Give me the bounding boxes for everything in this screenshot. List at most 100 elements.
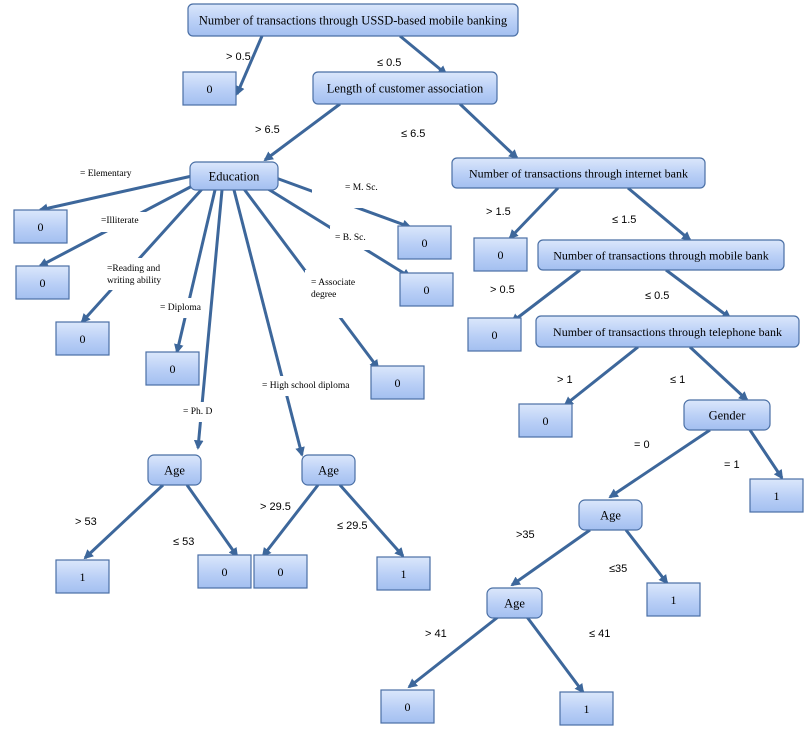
- edge-n_mobile-mob_gt: [510, 268, 581, 324]
- node-label-age_35: Age: [504, 597, 525, 611]
- node-label-e_elem: 0: [38, 220, 44, 234]
- edge-label-text-n_tel: ≤ 0.5: [645, 290, 669, 302]
- node-label-n_mobile: Number of transactions through mobile ba…: [553, 249, 769, 263]
- node-label-n_gender: Gender: [709, 409, 747, 423]
- edge-n_internet-n_mobile: [627, 186, 692, 242]
- node-phd_le53: 0: [197, 554, 252, 589]
- nodes: Number of transactions through USSD-base…: [13, 3, 804, 726]
- node-label-n_length: Length of customer association: [327, 82, 484, 96]
- node-label-e_illit: 0: [40, 276, 46, 290]
- node-age_phd: Age: [147, 454, 202, 486]
- node-e_assoc: 0: [370, 365, 425, 400]
- edge-age_35-a41_le: [525, 616, 585, 694]
- node-label-g_1: 1: [774, 489, 780, 503]
- node-label-phd_le53: 0: [222, 565, 228, 579]
- node-label-e_bsc: 0: [424, 283, 430, 297]
- edge-label-text-n_length: ≤ 0.5: [377, 57, 401, 69]
- edge-label-text-e_msc: = M. Sc.: [345, 183, 378, 193]
- edge-label-n_internet: ≤ 6.5: [401, 128, 425, 140]
- edge-label-n_tel: ≤ 0.5: [645, 290, 669, 302]
- edge-label-int_gt: > 1.5: [486, 206, 511, 218]
- edge-n_mobile-n_tel: [665, 268, 732, 320]
- node-label-hs_le29: 1: [401, 567, 407, 581]
- node-n_mobile: Number of transactions through mobile ba…: [537, 239, 785, 271]
- edge-label-text-n_mobile: ≤ 1.5: [612, 214, 636, 226]
- node-label-hs_gt29: 0: [278, 565, 284, 579]
- node-label-a41_gt: 0: [405, 700, 411, 714]
- edge-label-text-e_dipl: = Diploma: [160, 303, 202, 313]
- edge-age_g-ag_le35: [624, 529, 669, 585]
- node-e_msc: 0: [397, 225, 452, 260]
- edge-label-text-n_usd_gt: > 0.5: [226, 51, 251, 63]
- node-label-e_msc: 0: [422, 236, 428, 250]
- node-label-root: Number of transactions through USSD-base…: [199, 14, 508, 28]
- edge-label-age_35: >35: [516, 529, 535, 541]
- edge-label-text-phd_gt53: > 53: [75, 516, 97, 528]
- edge-label-text-n_internet: ≤ 6.5: [401, 128, 425, 140]
- node-label-age_phd: Age: [164, 464, 185, 478]
- edge-label-text-e_elem: = Elementary: [80, 169, 132, 179]
- node-label-age_hs: Age: [318, 464, 339, 478]
- edge-age_phd-phd_le53: [185, 484, 239, 558]
- edge-root-n_usd_gt: [235, 35, 264, 96]
- node-label-int_gt: 0: [498, 248, 504, 262]
- edge-label-n_edu: > 6.5: [255, 124, 280, 136]
- edge-age_35-a41_gt: [407, 615, 499, 689]
- node-age_hs: Age: [301, 454, 356, 486]
- node-label-a41_le: 1: [584, 702, 590, 716]
- edge-age_g-age_35: [510, 528, 591, 587]
- node-hs_gt29: 0: [253, 554, 308, 589]
- edge-label-text-tel_gt: > 1: [557, 374, 573, 386]
- edge-label-e_elem: = Elementary: [80, 169, 132, 179]
- edge-n_edu-e_elem: [38, 174, 193, 214]
- node-a41_le: 1: [559, 691, 614, 726]
- edge-age_hs-hs_le29: [338, 484, 405, 558]
- edge-label-age_hs: = High school diploma: [256, 376, 352, 396]
- node-phd_gt53: 1: [55, 559, 110, 594]
- edge-label-a41_gt: > 41: [425, 628, 447, 640]
- edge-label-a41_le: ≤ 41: [589, 628, 610, 640]
- edge-label-text-g_1: = 1: [724, 459, 740, 471]
- node-e_elem: 0: [13, 209, 68, 244]
- edge-n_tel-tel_gt: [563, 345, 639, 407]
- edge-label-text-int_gt: > 1.5: [486, 206, 511, 218]
- edge-label-text-n_gender: ≤ 1: [670, 374, 685, 386]
- node-e_illit: 0: [15, 265, 70, 300]
- node-age_35: Age: [486, 587, 543, 619]
- edge-label-text-a41_le: ≤ 41: [589, 628, 610, 640]
- node-label-age_g: Age: [600, 509, 621, 523]
- edge-label-text-age_hs: = High school diploma: [262, 381, 350, 391]
- node-n_tel: Number of transactions through telephone…: [535, 315, 800, 348]
- edge-label-n_mobile: ≤ 1.5: [612, 214, 636, 226]
- node-label-e_dipl: 0: [170, 362, 176, 376]
- node-n_usd_gt: 0: [182, 71, 237, 106]
- node-e_read: 0: [55, 321, 110, 356]
- edge-label-text-hs_le29: ≤ 29.5: [337, 520, 368, 532]
- edge-n_gender-g_1: [748, 429, 784, 480]
- edge-label-e_msc: = M. Sc.: [312, 180, 390, 208]
- node-tel_gt: 0: [518, 403, 573, 438]
- node-n_gender: Gender: [683, 399, 771, 431]
- node-n_edu: Education: [189, 161, 279, 191]
- node-label-ag_le35: 1: [671, 593, 677, 607]
- node-label-e_assoc: 0: [395, 376, 401, 390]
- node-g_1: 1: [749, 478, 804, 513]
- edge-n_internet-int_gt: [508, 186, 560, 240]
- node-int_gt: 0: [473, 237, 528, 272]
- edge-label-text-age_phd: = Ph. D: [183, 407, 213, 417]
- edge-n_length-n_edu: [263, 102, 341, 162]
- edge-label-n_length: ≤ 0.5: [377, 57, 401, 69]
- edge-label-e_dipl: = Diploma: [156, 298, 206, 318]
- edge-n_tel-n_gender: [688, 345, 749, 402]
- node-age_g: Age: [578, 499, 643, 531]
- edge-label-e_bsc: = B. Sc.: [330, 226, 378, 250]
- node-e_bsc: 0: [399, 272, 454, 307]
- node-label-n_edu: Education: [209, 170, 260, 184]
- node-mob_gt: 0: [467, 317, 522, 352]
- edge-root-n_length: [399, 34, 448, 76]
- edge-label-g_1: = 1: [724, 459, 740, 471]
